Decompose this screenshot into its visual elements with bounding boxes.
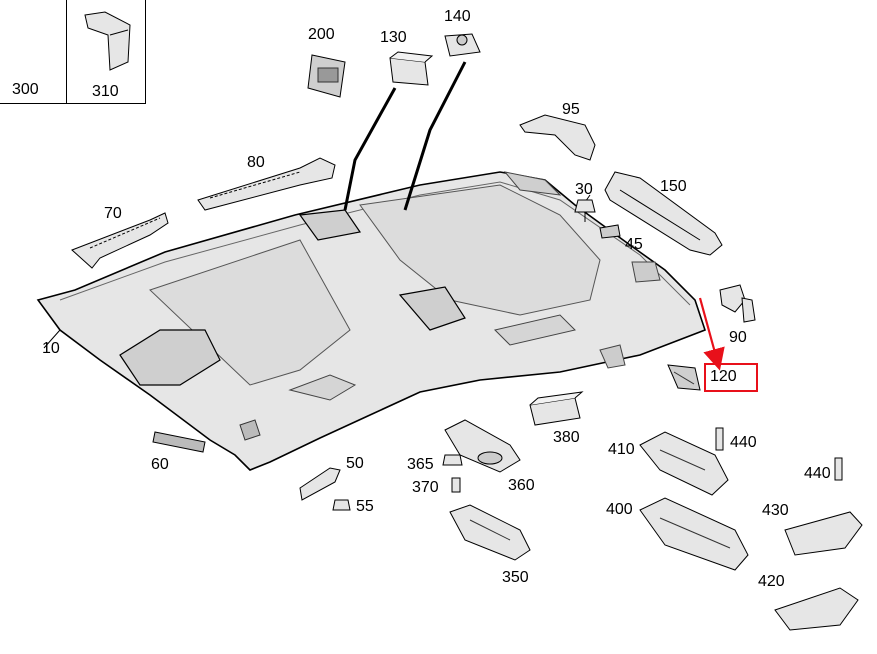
pad-part-130[interactable] [389,51,434,86]
callout-380: 380 [553,429,580,446]
lamp-part-360[interactable] [444,419,521,473]
callout-90: 90 [729,329,747,346]
headliner-part-10[interactable] [36,171,707,471]
console-part-410[interactable] [639,431,729,496]
callout-300: 300 [12,81,39,98]
sensor-part-140[interactable] [444,33,481,57]
callout-440a: 440 [730,434,757,451]
callout-150: 150 [660,178,687,195]
callout-310: 310 [92,83,119,100]
clip-part-365[interactable] [442,454,463,466]
callout-420: 420 [758,573,785,590]
callout-130: 130 [380,29,407,46]
callout-365: 365 [407,456,434,473]
callout-200: 200 [308,26,335,43]
strip-part-60[interactable] [152,431,206,453]
callout-140: 140 [444,8,471,25]
screw-part-370[interactable] [451,477,461,493]
callout-55: 55 [356,498,374,515]
inset-box-300 [0,0,67,104]
clip-part-90[interactable] [719,284,756,323]
callout-120: 120 [710,368,737,385]
callout-360: 360 [508,477,535,494]
callout-95: 95 [562,101,580,118]
module-part-200[interactable] [307,54,346,98]
frame-part-420[interactable] [774,587,859,631]
screw-part-440b[interactable] [834,457,843,481]
callout-410: 410 [608,441,635,458]
handle-part-95[interactable] [519,114,596,161]
bracket-part-310[interactable] [84,11,131,71]
inset-box-310 [66,0,146,104]
callout-70: 70 [104,205,122,222]
callout-350: 350 [502,569,529,586]
pad-part-45[interactable] [599,224,621,239]
callout-80: 80 [247,154,265,171]
frame-part-430[interactable] [784,511,863,556]
callout-30: 30 [575,181,593,198]
clip-part-30[interactable] [574,199,596,222]
cover-part-350[interactable] [449,504,531,561]
callout-60: 60 [151,456,169,473]
rail-part-80[interactable] [197,157,336,211]
callout-45: 45 [625,236,643,253]
bracket-part-50[interactable] [299,467,341,501]
callout-370: 370 [412,479,439,496]
callout-430: 430 [762,502,789,519]
highlight-arrow [698,297,725,371]
vent-part-120[interactable] [667,364,701,391]
callout-50: 50 [346,455,364,472]
cover-part-150[interactable] [604,171,723,256]
rail-part-70[interactable] [71,212,169,269]
highlight-box-120 [704,363,758,392]
callout-440b: 440 [804,465,831,482]
pad-part-380[interactable] [529,391,584,426]
clip-part-55[interactable] [332,499,351,511]
callout-10: 10 [42,340,60,357]
callout-400: 400 [606,501,633,518]
console-part-400[interactable] [639,497,749,571]
screw-part-440a[interactable] [715,427,724,451]
